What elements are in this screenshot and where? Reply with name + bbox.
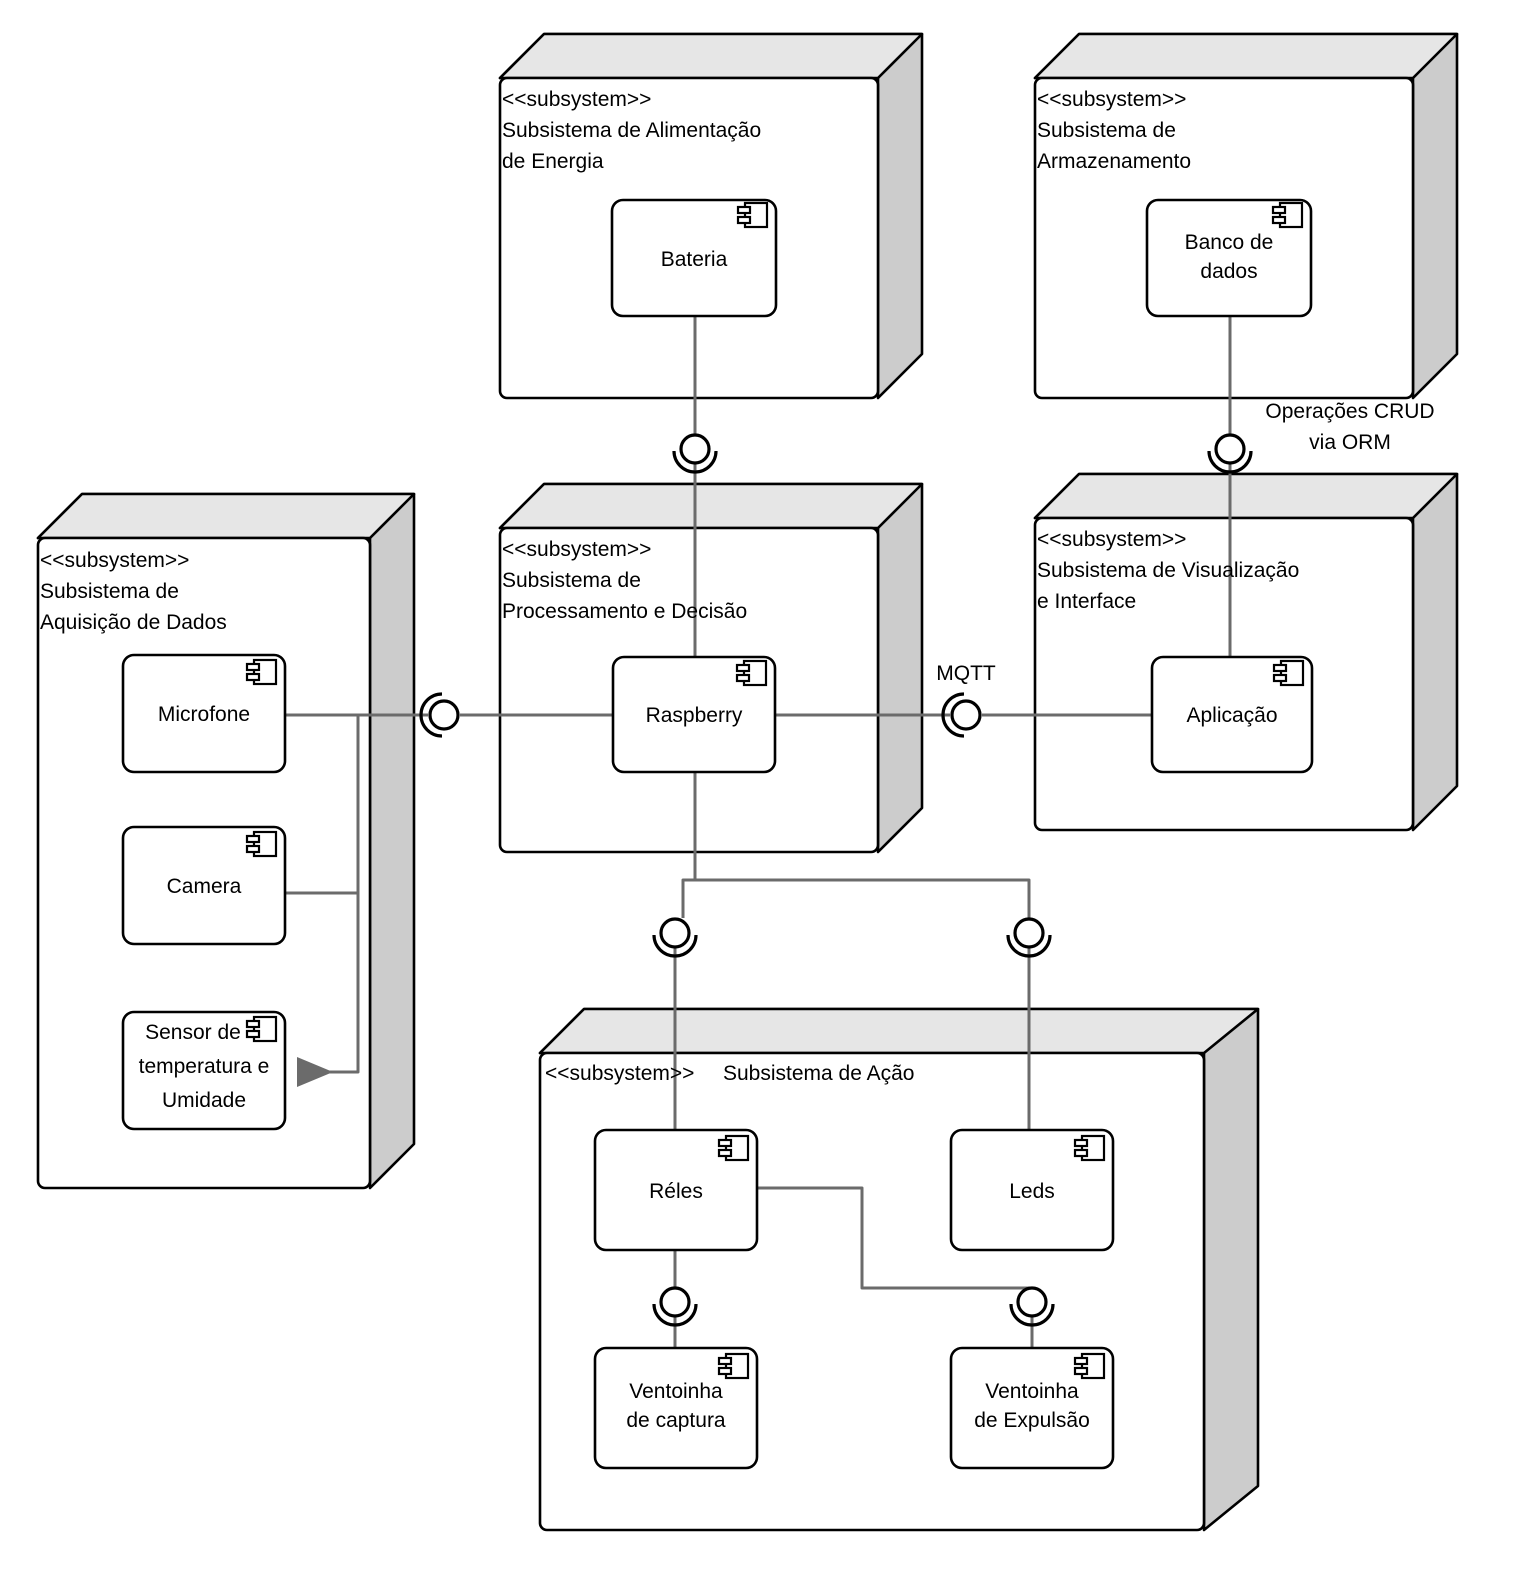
subsystem-storage-stereotype: <<subsystem>> <box>1037 88 1187 111</box>
component-icon <box>1272 659 1305 687</box>
assembly-connectors <box>419 433 1253 1327</box>
subsystem-processing-stereotype: <<subsystem>> <box>502 538 652 561</box>
component-label-bateria: Bateria <box>660 248 728 271</box>
component-label-banco-line1: Banco de <box>1184 231 1274 254</box>
assembly-connector-reles-ventoinha-expulsao[interactable] <box>1009 1286 1055 1327</box>
component-icon <box>1073 1134 1106 1162</box>
subsystem-box-visualization <box>1033 472 1459 832</box>
subsystem-power-name-line1: Subsistema de Alimentação <box>502 119 762 142</box>
subsystem-processing-name-line1: Subsistema de <box>502 569 641 592</box>
component-label-ventoinha-captura-line1: Ventoinha <box>629 1380 723 1403</box>
link-reles-expulsao <box>757 1186 1032 1290</box>
component-leds[interactable] <box>949 1128 1115 1252</box>
component-aplicacao[interactable] <box>1150 655 1314 774</box>
component-icon <box>245 830 278 858</box>
component-label-ventoinha-expulsao-line2: de Expulsão <box>974 1409 1090 1432</box>
subsystem-acquisition-stereotype: <<subsystem>> <box>40 549 190 572</box>
component-label-aplicacao: Aplicação <box>1186 704 1278 727</box>
component-icon <box>735 659 768 687</box>
subsystem-visualization-stereotype: <<subsystem>> <box>1037 528 1187 551</box>
subsystem-power-stereotype: <<subsystem>> <box>502 88 652 111</box>
assembly-connector-raspberry-leds[interactable] <box>1006 917 1052 958</box>
component-icon <box>717 1134 750 1162</box>
component-sensor-temperatura-umidade[interactable] <box>121 1010 287 1131</box>
component-banco-de-dados[interactable] <box>1145 198 1313 318</box>
component-camera[interactable] <box>121 825 287 946</box>
subsystem-action-stereotype: <<subsystem>> <box>545 1062 695 1085</box>
component-ventoinha-de-captura[interactable] <box>593 1346 759 1470</box>
component-label-reles: Réles <box>649 1180 703 1203</box>
subsystem-power-name-line2: de Energia <box>502 150 604 173</box>
subsystem-visualization-name-line1: Subsistema de Visualização <box>1037 559 1300 582</box>
subsystem-processing-name-line2: Processamento e Decisão <box>502 600 748 623</box>
link-branch-left <box>681 878 695 918</box>
component-label-banco-line2: dados <box>1200 260 1258 283</box>
assembly-connector-mqtt[interactable] <box>941 692 982 738</box>
component-label-microfone: Microfone <box>157 703 251 726</box>
component-label-raspberry: Raspberry <box>645 704 743 727</box>
subsystem-action-name: Subsistema de Ação <box>723 1062 915 1085</box>
assembly-connector-aquisicao-processamento[interactable] <box>419 692 460 738</box>
component-icon <box>717 1352 750 1380</box>
component-label-leds: Leds <box>1009 1180 1055 1203</box>
assembly-connector-bateria-raspberry[interactable] <box>672 433 718 474</box>
component-ventoinha-de-expulsao[interactable] <box>949 1346 1115 1470</box>
connector-label-crud-line1: Operações CRUD <box>1265 400 1435 423</box>
assembly-connector-reles-ventoinha-captura[interactable] <box>652 1286 698 1327</box>
component-label-sensor-line3: Umidade <box>161 1089 247 1112</box>
link-branch-right <box>695 878 1031 918</box>
subsystem-storage-name-line2: Armazenamento <box>1037 150 1192 173</box>
link-trunk-sensor <box>297 716 360 1087</box>
component-icon <box>736 201 769 229</box>
connector-label-mqtt: MQTT <box>936 662 996 685</box>
connector-label-crud-line2: via ORM <box>1309 431 1391 454</box>
component-label-sensor-line2: temperatura e <box>138 1055 270 1078</box>
component-label-sensor-line1: Sensor de <box>145 1021 241 1044</box>
component-microfone[interactable] <box>121 653 287 774</box>
component-reles[interactable] <box>593 1128 759 1252</box>
component-label-ventoinha-captura-line2: de captura <box>626 1409 726 1432</box>
connector-lines <box>285 314 1232 1348</box>
subsystem-acquisition-name-line1: Subsistema de <box>40 580 179 603</box>
subsystem-acquisition-name-line2: Aquisição de Dados <box>40 611 227 634</box>
component-icon <box>1073 1352 1106 1380</box>
component-bateria[interactable] <box>610 198 778 318</box>
subsystem-visualization-name-line2: e Interface <box>1037 590 1137 613</box>
assembly-connector-banco-aplicacao[interactable] <box>1207 433 1253 474</box>
assembly-connector-raspberry-reles[interactable] <box>652 917 698 958</box>
component-label-ventoinha-expulsao-line1: Ventoinha <box>985 1380 1079 1403</box>
component-raspberry[interactable] <box>611 655 777 774</box>
component-icon <box>245 1015 278 1043</box>
component-icon <box>245 658 278 686</box>
component-label-camera: Camera <box>166 875 242 898</box>
subsystem-storage-name-line1: Subsistema de <box>1037 119 1176 142</box>
component-icon <box>1271 201 1304 229</box>
